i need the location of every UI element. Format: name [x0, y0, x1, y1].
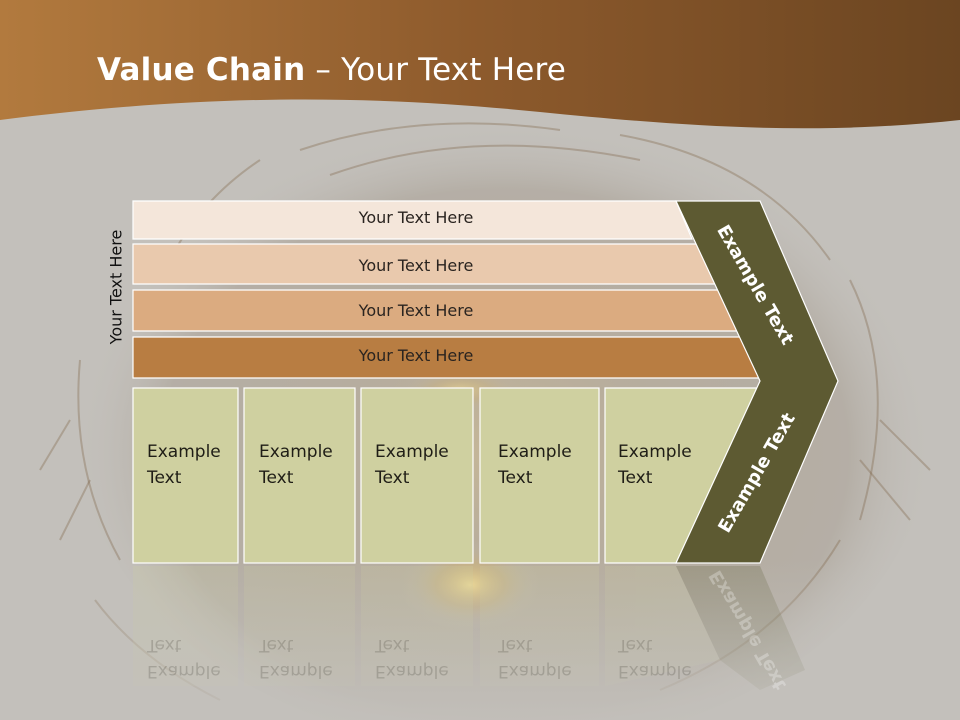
- box-text-5-line1: Example: [618, 442, 692, 462]
- box-text-3-line1: Example: [375, 442, 449, 462]
- row-bar-1: [132, 200, 693, 240]
- box-text-4: Example Text: [498, 439, 572, 491]
- header-band: [0, 0, 960, 129]
- box-text-3: Example Text: [375, 439, 449, 491]
- page-title: Value Chain – Your Text Here: [97, 52, 566, 88]
- box-text-1: Example Text: [147, 439, 221, 491]
- box-text-5-line2: Text: [618, 468, 653, 488]
- row-label-2: Your Text Here: [358, 256, 474, 275]
- box-text-2-line2: Text: [259, 468, 294, 488]
- activity-box-2: [243, 387, 356, 564]
- activity-box-3: [360, 387, 474, 564]
- box-text-2-line1: Example: [259, 442, 333, 462]
- side-label: Your Text Here: [106, 229, 126, 345]
- box-text-4-line2: Text: [498, 468, 533, 488]
- box-text-2: Example Text: [259, 439, 333, 491]
- box-text-3-line2: Text: [375, 468, 410, 488]
- row-label-3: Your Text Here: [358, 301, 474, 320]
- box-text-5: Example Text: [618, 439, 692, 491]
- box-text-4-line1: Example: [498, 442, 572, 462]
- box-text-1-line1: Example: [147, 442, 221, 462]
- activity-box-4: [479, 387, 600, 564]
- box-text-1-line2: Text: [147, 468, 182, 488]
- title-bold: Value Chain: [97, 52, 306, 88]
- row-label-4: Your Text Here: [358, 346, 474, 365]
- row-label-1: Your Text Here: [358, 208, 474, 227]
- title-rest: – Your Text Here: [305, 52, 567, 88]
